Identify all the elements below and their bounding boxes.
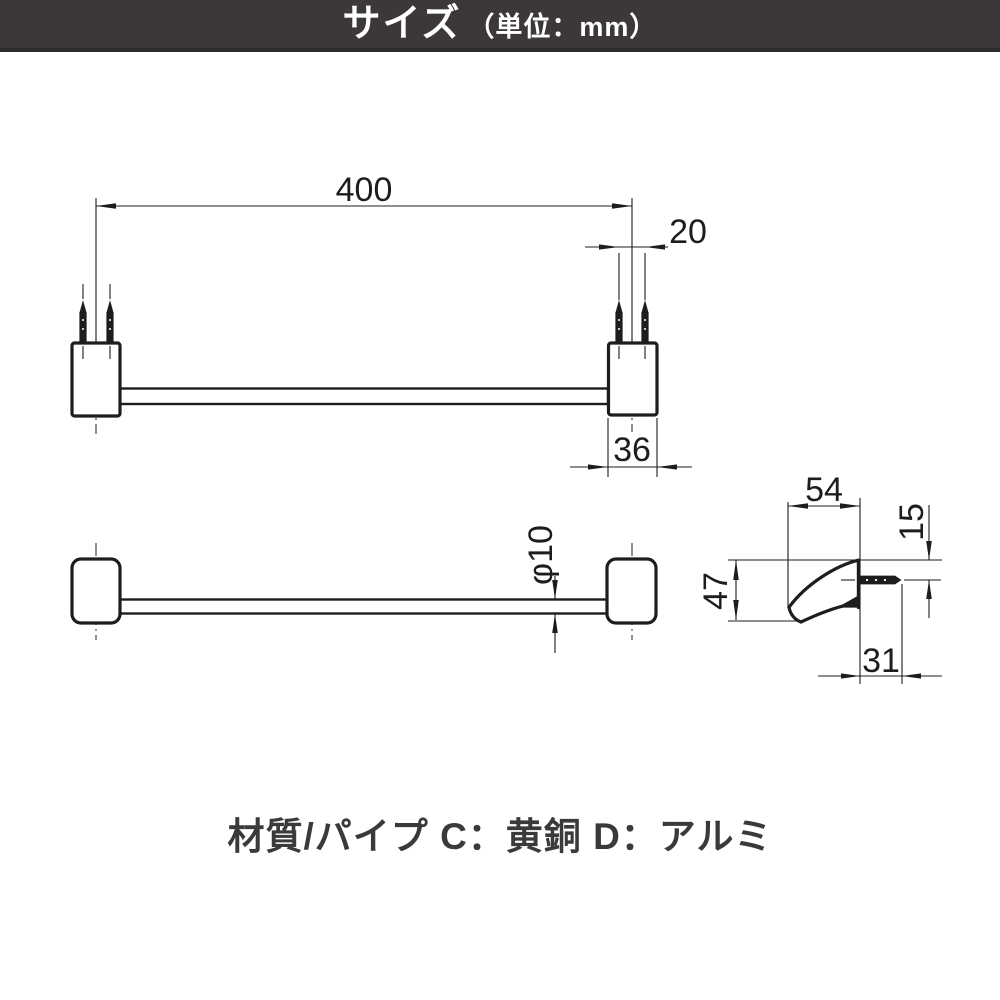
dim-label-phi10: φ10 [522,525,560,585]
mounting-pin [106,300,114,359]
dim-label-15: 15 [893,503,931,541]
mounting-pin [615,300,623,359]
dimension-screw-offset: 15 [893,503,932,618]
dim-label-47: 47 [697,572,735,610]
left-bracket-front [70,341,122,418]
mounting-pin [79,300,87,359]
dimension-bracket-depth: 54 [788,471,860,509]
size-header-bar: サイズ（単位：mm） [0,0,1000,52]
dimension-pin-pitch: 20 [585,213,707,251]
right-bracket-front [606,341,659,417]
material-note: 材質/パイプ C：黄銅 D：アルミ [227,816,773,857]
dim-label-31: 31 [862,642,900,680]
bracket-side-profile [787,558,860,624]
dim-label-400: 400 [336,171,393,209]
mounting-pin [641,300,649,359]
dimension-bar-length: 400 [96,171,632,209]
dimension-bracket-height: 47 [697,560,739,620]
dim-label-54: 54 [805,471,843,509]
right-bracket-top [605,557,658,625]
left-bracket-top [70,557,122,625]
dim-label-20: 20 [669,213,707,251]
side-view: 54 47 15 31 [697,471,942,684]
front-view: 400 20 36 [70,171,707,477]
screw [858,575,902,585]
unit-label: （単位：mm） [467,12,658,42]
dim-label-36: 36 [613,431,651,469]
top-view: φ10 [70,525,658,653]
dimension-screw-protrusion: 31 [818,642,942,680]
dimension-pipe-diameter: φ10 [522,525,560,653]
page-title: サイズ [342,3,462,45]
dimension-bracket-width: 36 [570,418,692,477]
towel-bar-top [118,598,609,615]
towel-bar-front [118,387,610,406]
